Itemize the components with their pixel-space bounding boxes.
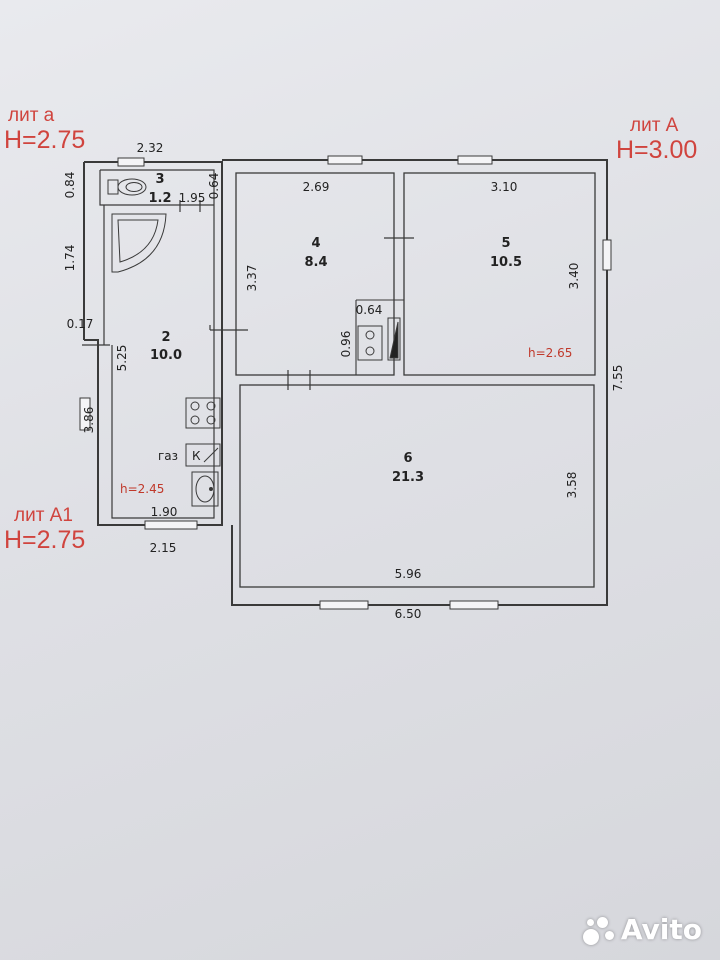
window-right-5: [602, 239, 612, 271]
window-bottom-6b: [449, 600, 499, 610]
dim-r5-width: 3.10: [491, 180, 518, 194]
room-5-height: h=2.65: [528, 346, 572, 360]
room-5-number: 5: [501, 236, 510, 251]
dim-niche-width: 0.64: [356, 303, 383, 317]
lit-a-label: лит а: [8, 105, 55, 126]
room-2-number: 2: [161, 330, 170, 345]
gas-label: газ: [158, 449, 178, 463]
bathtub-icon: [111, 213, 167, 273]
boiler-label: К: [192, 449, 201, 463]
walls: [83, 159, 608, 606]
dim-r6-width: 5.96: [395, 567, 422, 581]
dim-total-height: 7.55: [611, 365, 625, 392]
dim-r4-width: 2.69: [303, 180, 330, 194]
room-3-area: 1.2: [148, 191, 171, 206]
dim-a1-bottom: 2.15: [150, 541, 177, 555]
stove-icon: [185, 397, 221, 429]
doors: [82, 200, 414, 390]
room-4-number: 4: [311, 236, 320, 251]
window-top-5: [457, 155, 493, 165]
window-bottom-a1: [144, 520, 198, 530]
window-top-a: [117, 157, 145, 167]
dim-r6-height: 3.58: [565, 472, 579, 499]
lit-a-height: H=2.75: [4, 126, 86, 154]
dim-r5-height: 3.40: [567, 263, 581, 290]
dim-top-a: 2.32: [137, 141, 164, 155]
window-bottom-6a: [319, 600, 369, 610]
avito-watermark: Avito: [582, 913, 702, 946]
dim-r3-partition: 0.64: [207, 173, 221, 200]
toilet-icon: [107, 178, 147, 196]
dim-r2-bottom: 1.90: [151, 505, 178, 519]
room-6-number: 6: [403, 451, 412, 466]
dim-left-3-86: 3.86: [82, 407, 96, 434]
sink-icon: [191, 471, 219, 507]
dim-r3-width: 1.95: [179, 191, 206, 205]
avito-text: Avito: [620, 913, 702, 946]
dim-left-a: 0.84: [63, 172, 77, 199]
avito-logo-icon: [582, 915, 617, 945]
room-2-height: h=2.45: [120, 482, 164, 496]
dim-left-0-17: 0.17: [67, 317, 94, 331]
lit-A-label: лит А: [630, 115, 679, 136]
room-2-area: 10.0: [150, 348, 182, 363]
lit-A-height: H=3.00: [616, 136, 698, 164]
room-6-area: 21.3: [392, 470, 424, 485]
lit-A1-label: лит А1: [14, 505, 73, 526]
window-left-a1: [79, 397, 91, 431]
boiler-icon: [185, 443, 221, 467]
dim-r4-height: 3.37: [245, 265, 259, 292]
room-3-number: 3: [155, 172, 164, 187]
dim-total-width: 6.50: [395, 607, 422, 621]
windows: [79, 155, 612, 610]
niche-stove-icon: [357, 317, 401, 361]
room-5-area: 10.5: [490, 255, 522, 270]
dim-left-1-74: 1.74: [63, 245, 77, 272]
window-top-4: [327, 155, 363, 165]
lit-A1-height: H=2.75: [4, 526, 86, 554]
dim-r2-height: 5.25: [115, 345, 129, 372]
room-4-area: 8.4: [304, 255, 327, 270]
dim-niche-height: 0.96: [339, 331, 353, 358]
